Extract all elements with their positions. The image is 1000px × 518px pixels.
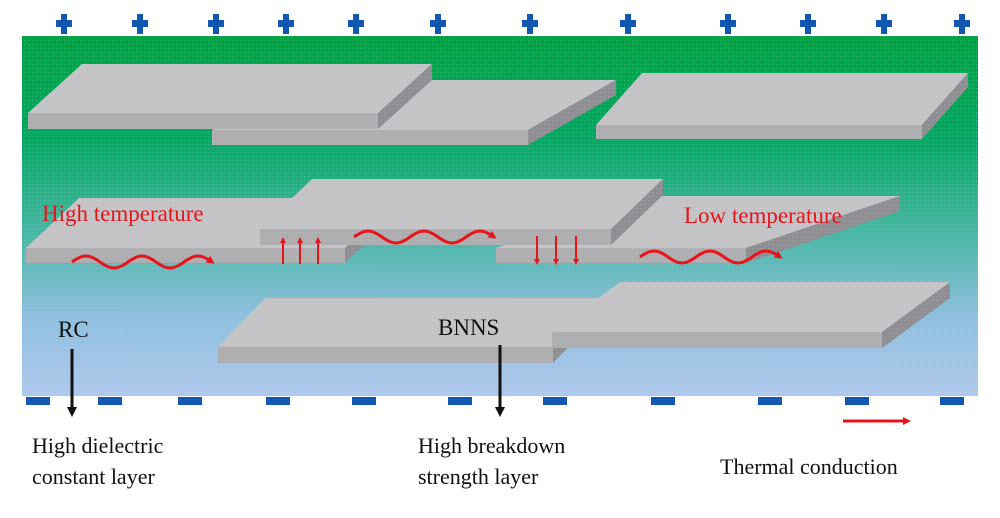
negative-charge-icon bbox=[352, 397, 376, 405]
negative-charge-icon bbox=[98, 397, 122, 405]
positive-charge-icon bbox=[56, 14, 72, 34]
bnns-layer-legend-line1: High breakdown bbox=[418, 433, 566, 458]
heat-wave-arrow-left bbox=[71, 254, 215, 270]
negative-charge-icon bbox=[845, 397, 869, 405]
negative-charge-icon bbox=[448, 397, 472, 405]
rc-layer-legend-line1: High dielectric bbox=[32, 433, 164, 458]
positive-charge-icon bbox=[430, 14, 446, 34]
bnns-layer-legend-line2: strength layer bbox=[418, 464, 539, 489]
plus-horizontal-bar bbox=[278, 20, 294, 27]
positive-charge-icon bbox=[954, 14, 970, 34]
plus-horizontal-bar bbox=[348, 20, 364, 27]
plus-horizontal-bar bbox=[208, 20, 224, 27]
heat-arrows bbox=[71, 229, 783, 270]
plus-horizontal-bar bbox=[800, 20, 816, 27]
negative-charge-icon bbox=[26, 397, 50, 405]
plus-horizontal-bar bbox=[876, 20, 892, 27]
positive-charge-icon bbox=[278, 14, 294, 34]
sheet-texture bbox=[596, 73, 968, 139]
bnns-sheets bbox=[26, 64, 968, 363]
negative-charge-icon bbox=[651, 397, 675, 405]
plus-horizontal-bar bbox=[132, 20, 148, 27]
thermal-conduction-legend-label: Thermal conduction bbox=[720, 454, 898, 479]
positive-charge-icon bbox=[720, 14, 736, 34]
negative-charge-icon bbox=[266, 397, 290, 405]
plus-horizontal-bar bbox=[620, 20, 636, 27]
bnns-sheet-bottom-right bbox=[552, 282, 950, 348]
plus-horizontal-bar bbox=[430, 20, 446, 27]
plus-horizontal-bar bbox=[720, 20, 736, 27]
bnns-sheet-mid-center bbox=[260, 179, 663, 245]
low-temperature-label: Low temperature bbox=[684, 203, 842, 228]
negative-charge-icon bbox=[178, 397, 202, 405]
electrode-charges bbox=[26, 14, 970, 405]
rc-label: RC bbox=[58, 317, 89, 342]
sheet-texture bbox=[552, 282, 950, 348]
positive-charge-icon bbox=[620, 14, 636, 34]
rc-layer-legend-line2: constant layer bbox=[32, 464, 155, 489]
high-temperature-label: High temperature bbox=[42, 201, 204, 226]
plus-horizontal-bar bbox=[56, 20, 72, 27]
negative-charge-icon bbox=[940, 397, 964, 405]
bnns-label: BNNS bbox=[438, 315, 500, 340]
negative-charge-icon bbox=[543, 397, 567, 405]
positive-charge-icon bbox=[348, 14, 364, 34]
positive-charge-icon bbox=[876, 14, 892, 34]
bnns-sheet-bottom-left bbox=[218, 298, 600, 363]
bnns-sheet-top-left bbox=[28, 64, 432, 129]
heat-wave-arrow-right bbox=[639, 249, 783, 265]
sheet-texture bbox=[260, 179, 663, 245]
sheet-texture bbox=[28, 64, 432, 129]
plus-horizontal-bar bbox=[522, 20, 538, 27]
heat-wave-arrow-center bbox=[353, 229, 497, 245]
sheet-texture bbox=[218, 298, 600, 363]
positive-charge-icon bbox=[208, 14, 224, 34]
positive-charge-icon bbox=[522, 14, 538, 34]
plus-horizontal-bar bbox=[954, 20, 970, 27]
sheet-texture bbox=[496, 196, 900, 263]
bnns-sheet-top-right bbox=[596, 73, 968, 139]
negative-charge-icon bbox=[758, 397, 782, 405]
positive-charge-icon bbox=[800, 14, 816, 34]
positive-charge-icon bbox=[132, 14, 148, 34]
